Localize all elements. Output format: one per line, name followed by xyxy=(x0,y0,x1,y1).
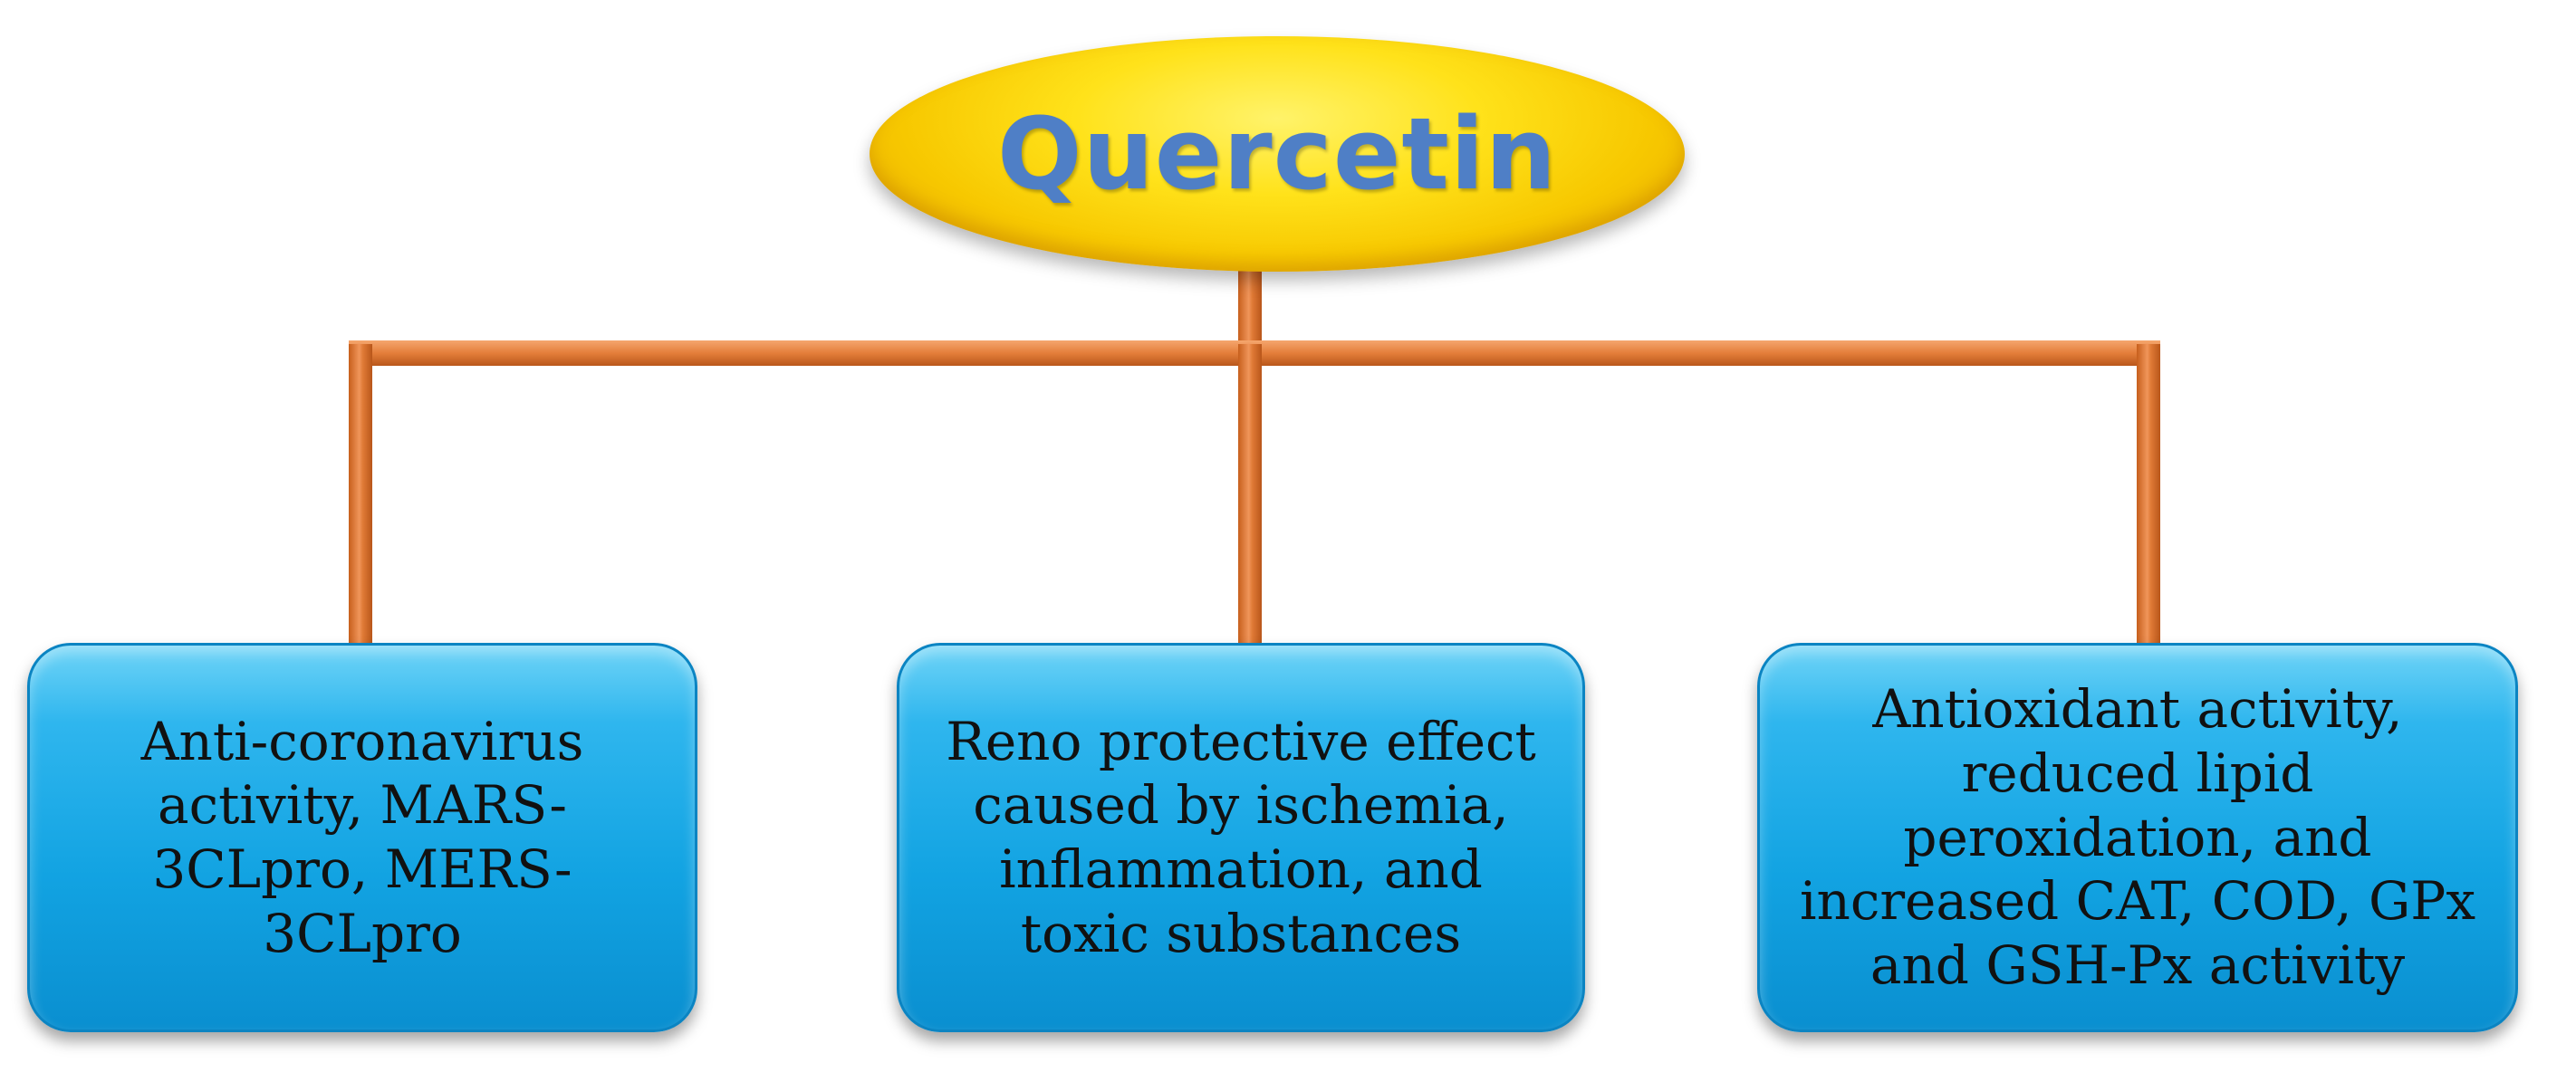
right-branch-connector xyxy=(2137,344,2160,647)
root-label: Quercetin xyxy=(996,96,1558,212)
child-node-reno-protective: Reno protective effect caused by ischemi… xyxy=(897,643,1585,1032)
child-label-antioxidant: Antioxidant activity, reduced lipid pero… xyxy=(1799,678,2476,997)
child-node-antioxidant: Antioxidant activity, reduced lipid pero… xyxy=(1757,643,2518,1032)
child-label-reno-protective: Reno protective effect caused by ischemi… xyxy=(946,710,1536,964)
root-node: Quercetin xyxy=(870,36,1685,272)
middle-branch-connector xyxy=(1238,344,1262,647)
child-label-anti-coronavirus: Anti-coronavirus activity, MARS- 3CLpro,… xyxy=(140,710,584,964)
left-branch-connector xyxy=(349,344,372,647)
child-node-anti-coronavirus: Anti-coronavirus activity, MARS- 3CLpro,… xyxy=(27,643,697,1032)
